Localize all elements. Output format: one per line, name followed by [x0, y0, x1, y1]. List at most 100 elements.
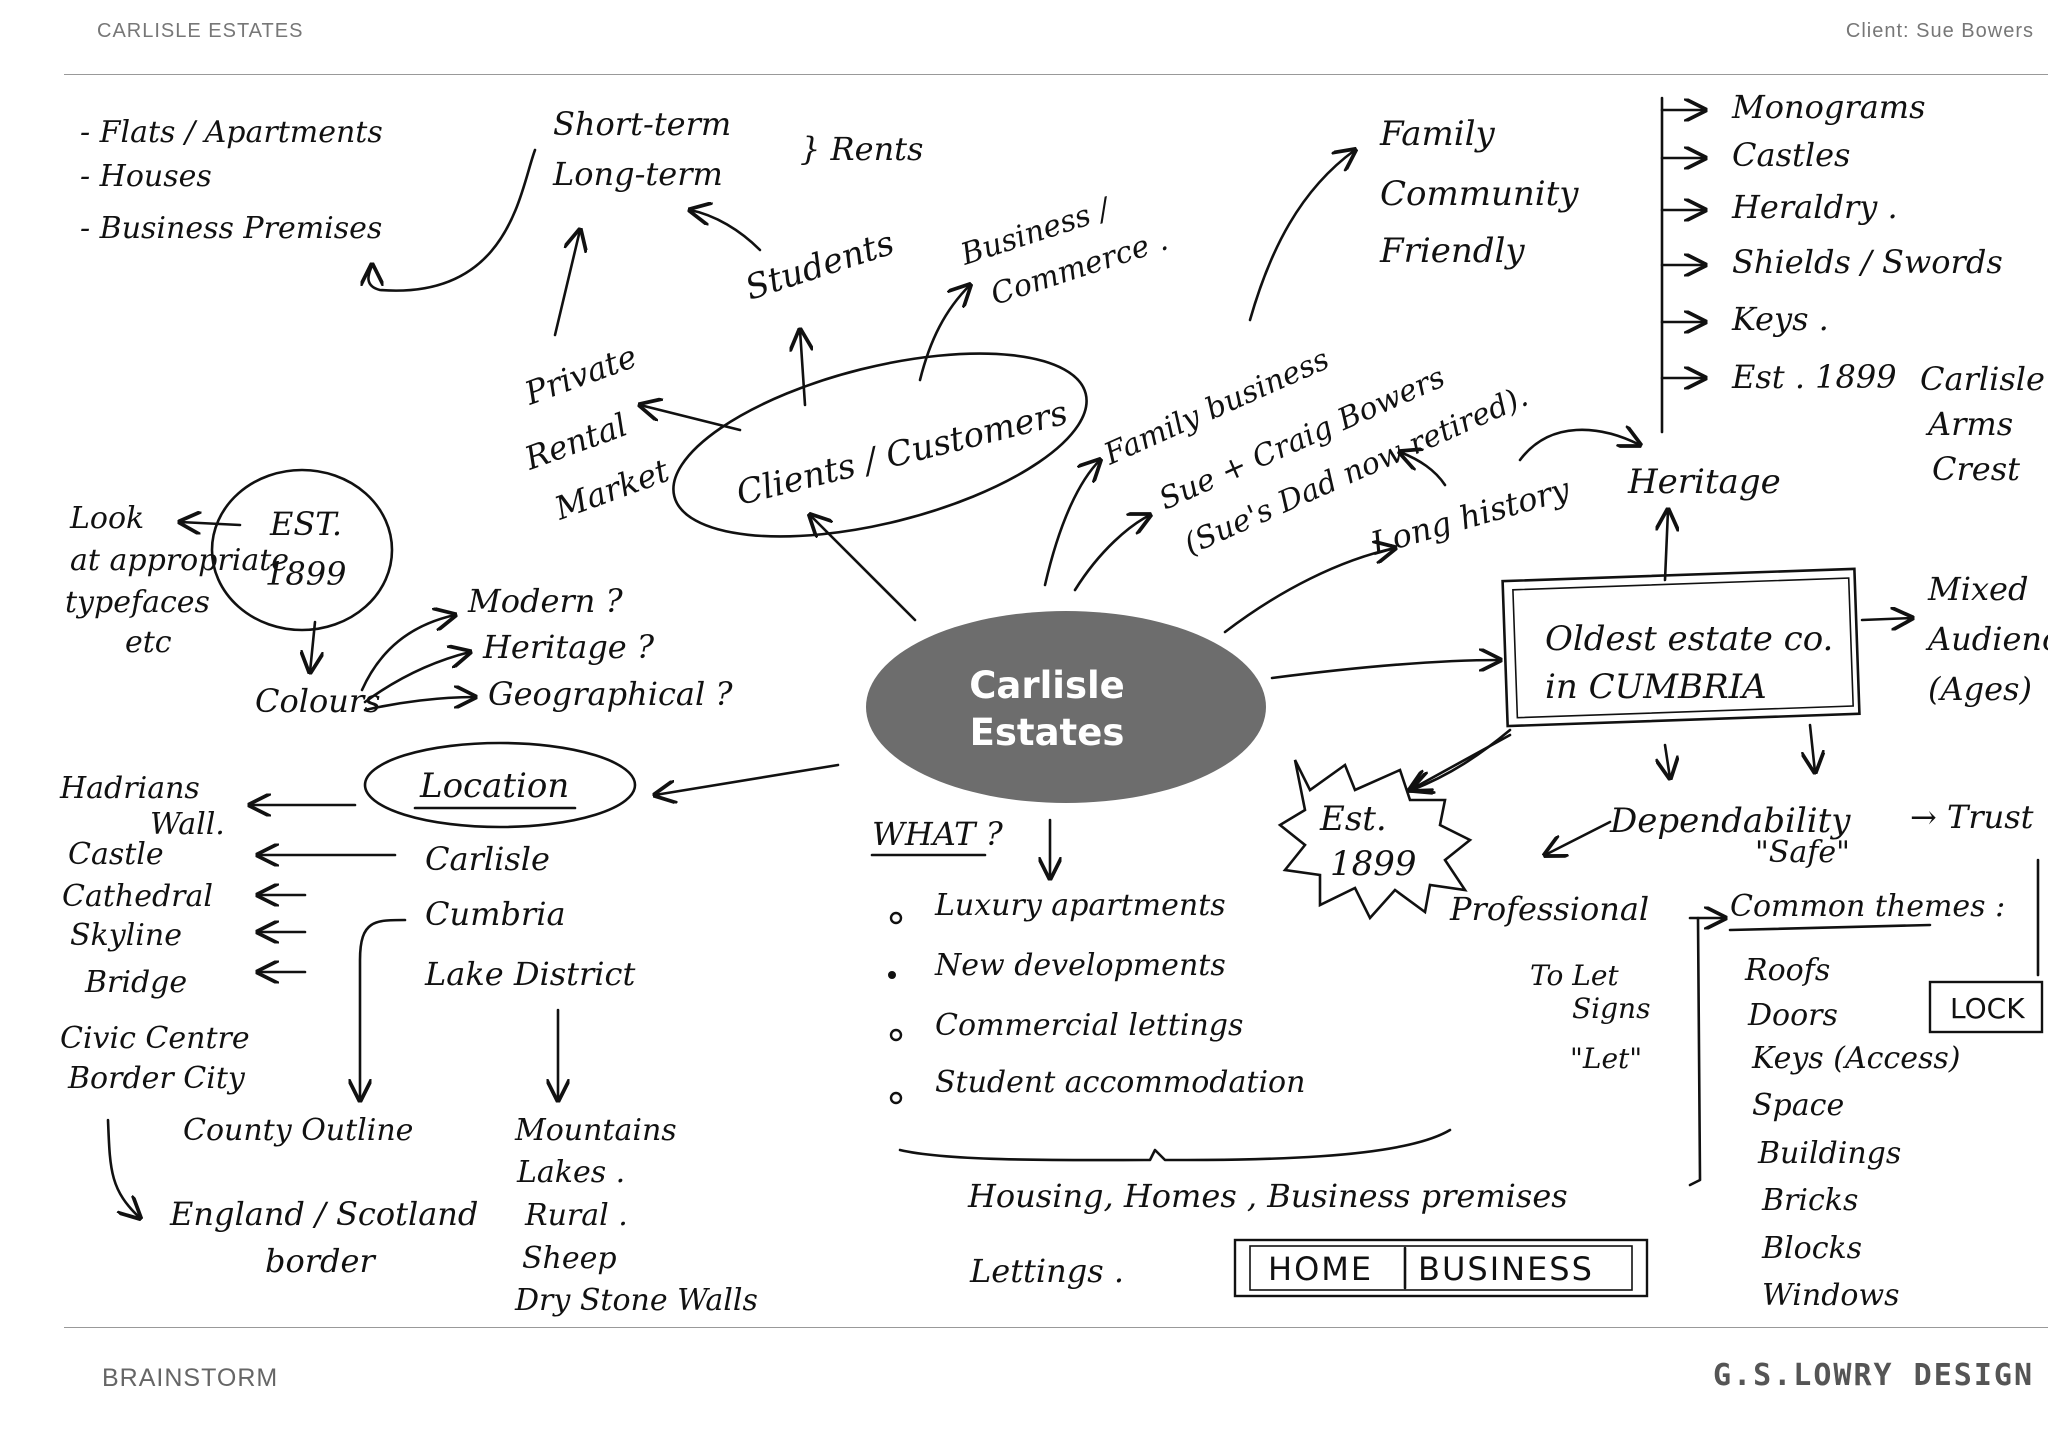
business-box-label: BUSINESS — [1418, 1250, 1594, 1288]
places-list: Carlisle Cumbria Lake District — [424, 840, 635, 993]
look-label-2: at appropriate — [70, 543, 289, 578]
list-item: Space — [1752, 1088, 1844, 1123]
home-business-box — [1233, 1238, 1649, 1298]
home-label: HOME — [1268, 1250, 1373, 1288]
project-name: CARLISLE ESTATES — [97, 20, 304, 42]
landmark-item: Wall. — [150, 807, 225, 842]
place-item: Cumbria — [425, 895, 566, 933]
landmark-item: Castle — [68, 837, 164, 872]
long-term-label: Long-term — [552, 155, 723, 193]
mixed-label-1: Mixed — [1927, 570, 2028, 608]
arms-crest-label-3: Crest — [1932, 450, 2020, 488]
arms-crest-label-1: Carlisle — [1920, 360, 2045, 398]
community-label: Community — [1380, 174, 1579, 214]
list-item: Est . 1899 — [1731, 358, 1897, 396]
list-item: New developments — [934, 948, 1226, 983]
colour-option: Geographical ? — [488, 675, 733, 713]
place-item: Carlisle — [425, 840, 550, 878]
oldest-label-1: Oldest estate co. — [1545, 619, 1833, 659]
look-label-4: etc — [125, 625, 172, 660]
list-item: Castles — [1732, 136, 1850, 174]
list-item: Doors — [1747, 998, 1838, 1033]
location-label: Location — [419, 766, 569, 806]
list-item: Luxury apartments — [934, 888, 1226, 923]
colour-option: Heritage ? — [482, 628, 655, 666]
est-burst-year: 1899 — [1330, 844, 1417, 884]
central-title-2: Estates — [970, 711, 1125, 754]
lock-box — [1928, 980, 2044, 1034]
list-item: - Houses — [80, 159, 212, 194]
family-label: Family — [1379, 114, 1496, 154]
place-item: Lake District — [424, 955, 635, 993]
county-outline-label: County Outline — [183, 1113, 413, 1148]
landmarks-list: Hadrians Wall. Castle Cathedral Skyline … — [59, 771, 250, 1096]
what-label: WHAT ? — [872, 815, 1004, 853]
lakes-list: Mountains Lakes . Rural . Sheep Dry Ston… — [514, 1113, 758, 1318]
landmark-item: Bridge — [84, 965, 187, 1000]
clients-node — [672, 352, 1088, 538]
list-item: Buildings — [1757, 1136, 1901, 1171]
property-types-list: - Flats / Apartments - Houses - Business… — [80, 115, 383, 246]
trust-label: → Trust — [1910, 798, 2034, 836]
list-item: Blocks — [1761, 1231, 1862, 1266]
rents-label: } Rents — [800, 130, 923, 168]
students-label: Students — [740, 223, 899, 309]
list-item: Sheep — [522, 1241, 617, 1276]
to-let-label-2: Signs — [1572, 992, 1650, 1025]
footer-rule — [64, 1327, 2048, 1328]
common-themes-label: Common themes : — [1730, 889, 2005, 924]
to-let-label-3: "Let" — [1570, 1042, 1642, 1075]
central-title-1: Carlisle — [969, 664, 1125, 707]
long-history-label: Long history — [1366, 470, 1575, 563]
list-item: Bricks — [1761, 1183, 1858, 1218]
mixed-label-2: Audience — [1925, 620, 2048, 658]
heritage-label: Heritage — [1627, 462, 1781, 502]
est-circle-year: 1899 — [265, 555, 346, 593]
list-item: Windows — [1762, 1278, 1900, 1313]
list-item: Heraldry . — [1731, 188, 1898, 226]
list-item: Dry Stone Walls — [514, 1283, 758, 1318]
border-label: border — [265, 1242, 376, 1280]
safe-label: "Safe" — [1755, 835, 1850, 870]
clients-label: Clients / Customers — [733, 393, 1072, 514]
colours-label: Colours — [255, 682, 381, 720]
look-label-3: typefaces — [65, 585, 210, 620]
short-term-label: Short-term — [553, 105, 731, 143]
colour-option: Modern ? — [467, 582, 624, 620]
list-item: Roofs — [1744, 953, 1830, 988]
england-scotland-label: England / Scotland — [169, 1195, 478, 1233]
list-item: - Business Premises — [80, 211, 382, 246]
oldest-node — [1501, 567, 1861, 728]
oldest-label-2: in CUMBRIA — [1545, 667, 1767, 707]
arms-crest-label-2: Arms — [1925, 405, 2013, 443]
designer-logo: G.S.LOWRY DESIGN — [1713, 1358, 2034, 1393]
friendly-label: Friendly — [1379, 231, 1525, 271]
to-let-label-1: To Let — [1530, 959, 1619, 992]
landmark-item: Skyline — [70, 918, 182, 953]
list-item: Mountains — [514, 1113, 677, 1148]
location-node — [363, 741, 637, 829]
private-label: Private — [519, 337, 642, 413]
est-burst — [1277, 759, 1473, 921]
look-label-1: Look — [69, 501, 144, 536]
landmark-item: Cathedral — [62, 879, 213, 914]
professional-label: Professional — [1449, 890, 1649, 928]
list-item: Shields / Swords — [1732, 243, 2003, 281]
list-item: - Flats / Apartments — [80, 115, 383, 150]
what-list: Luxury apartments New developments Comme… — [888, 888, 1305, 1105]
heritage-list: Monograms Castles Heraldry . Shields / S… — [1660, 88, 2003, 396]
list-item: Monograms — [1731, 88, 1926, 126]
sheet-title: BRAINSTORM — [102, 1364, 279, 1392]
list-item: Student accommodation — [935, 1065, 1305, 1100]
list-item: Commercial lettings — [935, 1008, 1243, 1043]
landmark-item: Civic Centre — [60, 1021, 250, 1056]
central-node — [866, 611, 1266, 803]
landmark-item: Border City — [67, 1061, 246, 1096]
list-item: Keys . — [1731, 300, 1829, 338]
mixed-label-3: (Ages) — [1928, 670, 2032, 708]
header-rule — [64, 74, 2048, 75]
housing-label: Housing, Homes , Business premises — [967, 1177, 1568, 1215]
themes-list: Roofs Doors Keys (Access) Space Building… — [1744, 953, 1960, 1313]
est-circle — [210, 468, 394, 632]
